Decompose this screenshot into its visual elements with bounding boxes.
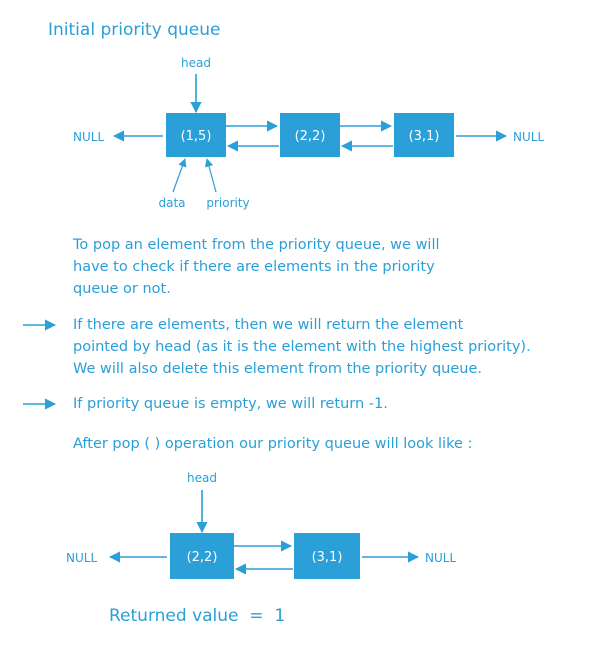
returned-value: Returned value = 1 [109, 606, 286, 626]
final-queue-node-1 [170, 533, 234, 579]
priority-pointer-arrow [204, 158, 217, 193]
queue-node-2-label: (2,2) [295, 129, 326, 144]
final-queue-node-2-label: (3,1) [312, 550, 343, 565]
intro-line: have to check if there are elements in t… [73, 259, 435, 275]
final-head-label: head [187, 471, 217, 485]
data-pointer-arrow [172, 158, 187, 193]
head-label: head [181, 56, 211, 70]
nonempty-line: If there are elements, then we will retu… [73, 317, 464, 333]
empty-case-text: If priority queue is empty, we will retu… [73, 396, 388, 412]
null-right-label: NULL [513, 130, 544, 144]
queue-node-1-label: (1,5) [181, 129, 212, 144]
after-pop-text: After pop ( ) operation our priority que… [73, 436, 473, 452]
page-title: Initial priority queue [48, 20, 221, 40]
data-label: data [158, 196, 185, 210]
intro-paragraph: To pop an element from the priority queu… [73, 234, 440, 300]
queue-node-1 [166, 113, 226, 157]
queue-node-3-label: (3,1) [409, 129, 440, 144]
queue-node-3 [394, 113, 454, 157]
intro-line: queue or not. [73, 281, 171, 297]
nonempty-line: We will also delete this element from th… [73, 361, 483, 377]
nonempty-case-paragraph: If there are elements, then we will retu… [73, 314, 531, 380]
priority-label: priority [206, 196, 249, 210]
intro-line: To pop an element from the priority queu… [73, 237, 440, 253]
final-queue-node-1-label: (2,2) [187, 550, 218, 565]
final-null-right-label: NULL [425, 551, 456, 565]
final-null-left-label: NULL [66, 551, 97, 565]
queue-node-2 [280, 113, 340, 157]
final-queue-node-2 [294, 533, 360, 579]
null-left-label: NULL [73, 130, 104, 144]
nonempty-line: pointed by head (as it is the element wi… [73, 339, 531, 355]
